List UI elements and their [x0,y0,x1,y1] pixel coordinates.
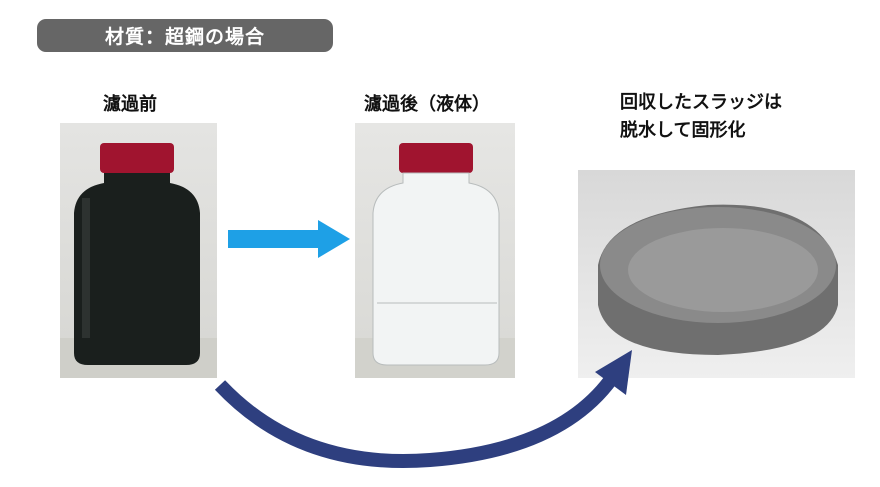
before-filter-label: 濾過前 [103,94,157,115]
right-arrow [228,220,350,258]
material-title: 材質：超鋼の場合 [37,19,333,52]
after-filter-photo [355,123,515,378]
sludge-label-line2: 脱水して固形化 [620,120,746,141]
dried-sludge-photo [578,170,855,378]
sludge-label-line1: 回収したスラッジは [620,92,782,113]
sludge-disc [598,204,838,355]
after-filter-label: 濾過後（液体） [364,94,490,115]
curved-arrow [214,350,632,469]
before-filter-photo [60,123,217,378]
clear-liquid-bottle [355,143,515,378]
dark-liquid-bottle [60,143,217,378]
